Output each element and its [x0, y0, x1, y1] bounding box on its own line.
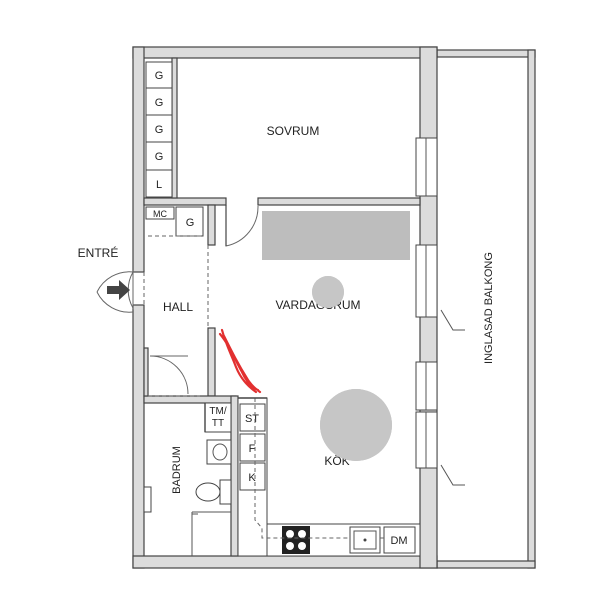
stove	[282, 526, 310, 554]
bathroom-label: BADRUM	[171, 446, 183, 494]
toilet-bowl	[195, 482, 221, 502]
wall-bath-top	[143, 395, 237, 404]
hall-g-label: G	[186, 217, 195, 229]
doors	[143, 205, 259, 397]
stove-burner-2	[298, 530, 306, 538]
closet-label-5: L	[156, 179, 162, 191]
entrance-door-lower	[96, 291, 134, 313]
kitchen: ST F K DM	[237, 397, 421, 557]
st-unit	[239, 403, 266, 432]
balcony-glazing-notch-top	[440, 309, 465, 331]
bedroom-door	[225, 205, 259, 247]
washbasin-bowl	[212, 443, 228, 461]
sink-bowl	[353, 530, 377, 550]
wall-bedroom-bottom	[143, 197, 227, 206]
toilet-tank	[219, 479, 232, 505]
bathroom-fixtures: TM/ TT BADRUM	[171, 402, 232, 556]
wall-bath-right	[230, 395, 239, 557]
shower-area	[191, 511, 231, 556]
closet-2	[145, 87, 173, 116]
closet-label-4: G	[155, 151, 164, 163]
entrance-arrow-icon	[107, 280, 130, 300]
mc-cabinet	[145, 206, 175, 220]
hall-storage: MC G	[145, 206, 204, 237]
tm-tt-label-2: TT	[212, 418, 224, 429]
wall-bottom	[132, 555, 438, 569]
balcony-railing-bottom	[436, 560, 536, 569]
wall-hall-right-lower	[207, 327, 216, 397]
wall-hall-right-upper	[207, 204, 216, 246]
k-unit	[239, 462, 266, 491]
balcony-outline	[436, 49, 536, 569]
closet-label-2: G	[155, 97, 164, 109]
wall-left-lower	[132, 304, 145, 569]
wall-closet-right	[171, 57, 178, 199]
entrance-label: ENTRÉ	[78, 245, 119, 260]
closet-1	[145, 61, 173, 89]
dm-label: DM	[390, 535, 407, 547]
st-label: ST	[245, 413, 259, 425]
kitchen-upper-cabinets-dashed	[254, 398, 384, 539]
balcony: INGLASAD BALKONG	[436, 49, 536, 569]
closet-label-1: G	[155, 70, 164, 82]
wall-top	[132, 46, 438, 59]
windows	[143, 137, 438, 513]
bath-door	[149, 355, 189, 395]
hall-label: HALL	[163, 300, 193, 314]
balcony-railing-top	[436, 49, 536, 58]
redaction-circle-small-overlay	[312, 276, 344, 308]
entrance-door-swing	[127, 270, 134, 310]
stove-burner-1	[286, 530, 294, 538]
balcony-glazing-notch-bottom	[440, 464, 465, 486]
entrance: ENTRÉ	[78, 245, 134, 313]
redaction-block	[262, 211, 410, 260]
closet-label-3: G	[155, 124, 164, 136]
dm-unit	[383, 526, 416, 554]
closet-stack: G G G G L	[145, 61, 173, 198]
stove-burner-4	[298, 542, 306, 550]
tm-tt-label-1: TM/	[209, 406, 226, 417]
balcony-label: INGLASAD BALKONG	[483, 252, 495, 364]
closet-5	[145, 169, 173, 198]
redaction-circle-large-overlay	[320, 389, 392, 461]
interior-walls	[143, 57, 421, 557]
bedroom-label: SOVRUM	[267, 124, 320, 138]
f-label: F	[249, 443, 256, 455]
entrance-door	[96, 271, 134, 293]
wall-left-upper	[132, 46, 145, 273]
balcony-railing-right	[527, 49, 536, 569]
red-annotation-scribble	[218, 328, 262, 394]
f-unit	[239, 433, 266, 462]
mc-label: MC	[153, 209, 167, 219]
window-bath	[143, 486, 152, 513]
hall-g-cabinet	[175, 206, 204, 237]
k-label: K	[248, 472, 256, 484]
stove-burner-3	[286, 542, 294, 550]
wall-hall-inner	[143, 347, 149, 397]
wall-bedroom-bottom-right	[257, 197, 421, 206]
sink-drain	[363, 538, 367, 542]
